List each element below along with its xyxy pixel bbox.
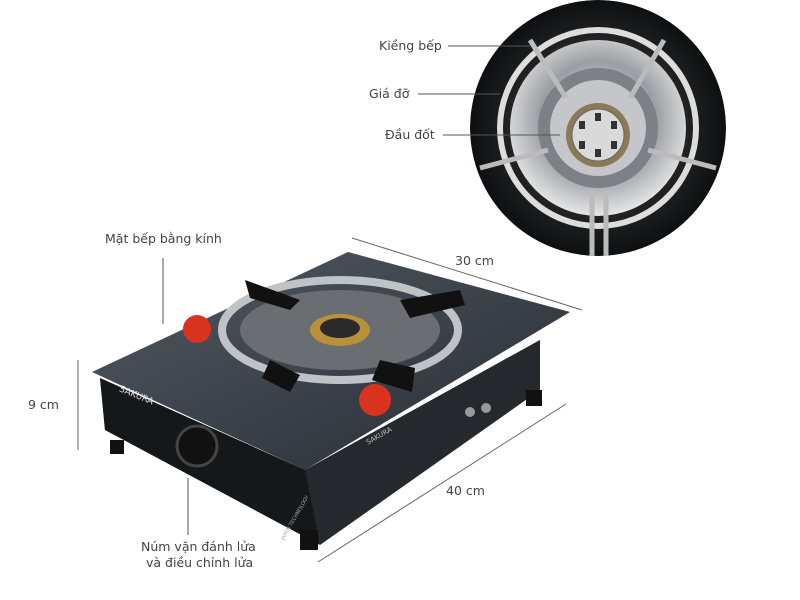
leader-lines xyxy=(162,45,560,535)
label-knob-line1: Núm vặn đánh lửa xyxy=(141,539,256,554)
label-burner: Đầu đốt xyxy=(385,127,435,142)
label-knob-line2: và điều chỉnh lửa xyxy=(146,555,254,570)
label-support: Giá đỡ xyxy=(369,86,410,101)
label-grate: Kiềng bếp xyxy=(379,38,442,53)
burner-closeup xyxy=(470,0,726,256)
dimension-lines xyxy=(77,237,583,563)
dimension-depth: 30 cm xyxy=(455,253,494,268)
dimension-height: 9 cm xyxy=(28,397,59,412)
label-glass-top: Mặt bếp bằng kính xyxy=(105,231,222,246)
dimension-width: 40 cm xyxy=(446,483,485,498)
stove xyxy=(92,252,570,550)
